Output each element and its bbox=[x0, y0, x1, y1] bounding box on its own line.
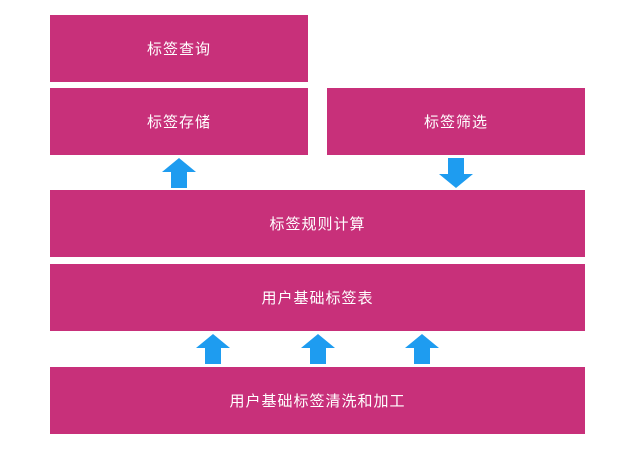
tag-rule-compute-label: 标签规则计算 bbox=[269, 215, 366, 233]
arrow-up-icon bbox=[301, 334, 335, 364]
tag-storage-box: 标签存储 bbox=[50, 88, 308, 155]
tag-filter-label: 标签筛选 bbox=[423, 113, 488, 131]
user-base-tag-cleaning-box: 用户基础标签清洗和加工 bbox=[50, 367, 585, 434]
tag-query-box: 标签查询 bbox=[50, 15, 308, 82]
arrow-down-icon bbox=[439, 158, 473, 188]
arrow-up-icon bbox=[405, 334, 439, 364]
tag-query-label: 标签查询 bbox=[146, 40, 211, 58]
user-base-tag-table-box: 用户基础标签表 bbox=[50, 264, 585, 331]
user-base-tag-table-label: 用户基础标签表 bbox=[261, 289, 374, 307]
arrow-up-icon bbox=[196, 334, 230, 364]
arrow-up-icon bbox=[162, 158, 196, 188]
tag-storage-label: 标签存储 bbox=[146, 113, 211, 131]
tag-filter-box: 标签筛选 bbox=[327, 88, 585, 155]
user-base-tag-cleaning-label: 用户基础标签清洗和加工 bbox=[229, 392, 406, 410]
tag-rule-compute-box: 标签规则计算 bbox=[50, 190, 585, 257]
